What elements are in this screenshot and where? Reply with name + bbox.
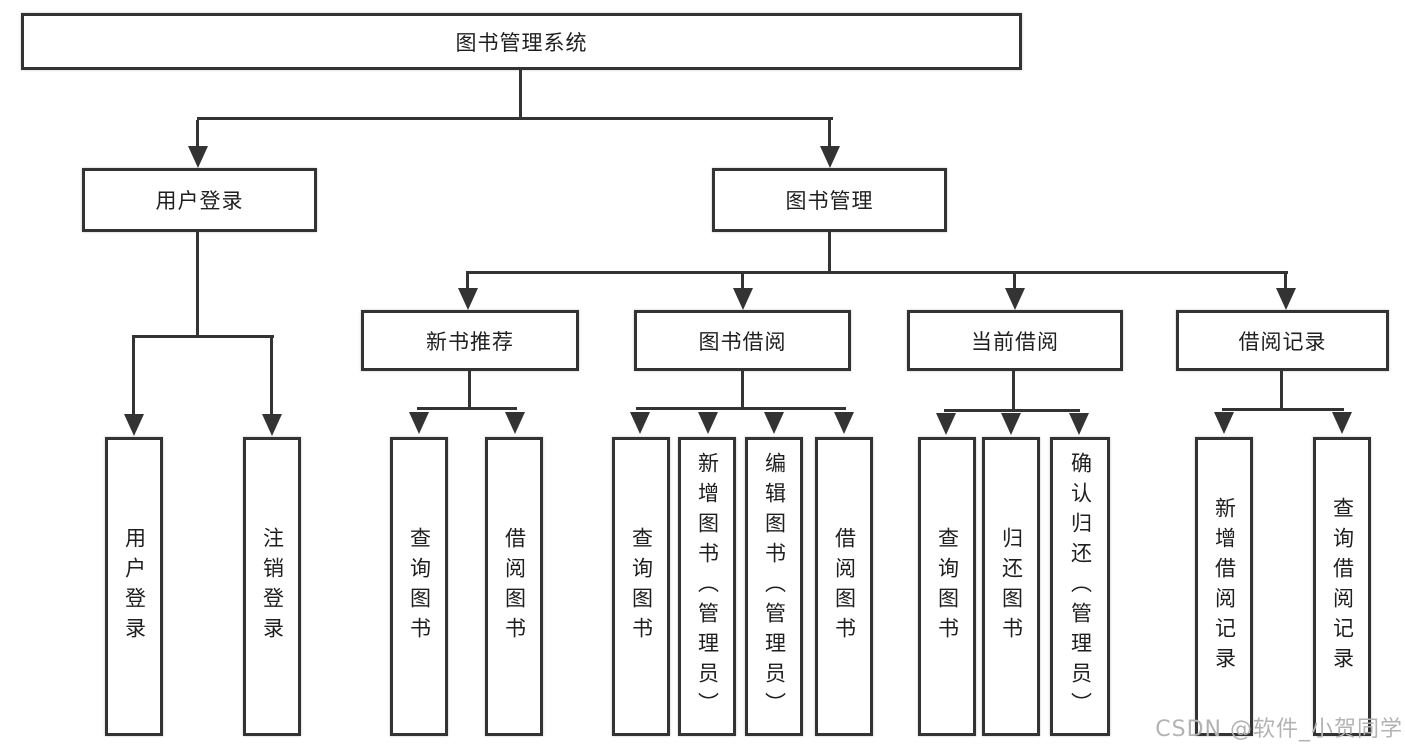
node-book-mgmt-label: 图书管理 [785,189,874,213]
leaf-current-query: 查询图书 [918,437,976,736]
arrowhead-down [458,288,478,310]
arrowhead-down [936,413,956,435]
leaf-borrow-query: 查询图书 [612,437,670,736]
arrowhead-down [1069,413,1089,435]
leaf-new-books-query: 查询图书 [390,437,448,736]
leaf-borrow-borrow: 借阅图书 [815,437,873,736]
connector-shaft [828,120,831,148]
arrowhead-down [409,412,429,434]
arrowhead-down [1276,288,1296,310]
leaf-borrow-borrow-label: 借阅图书 [832,526,857,647]
node-book-borrow-label: 图书借阅 [698,329,787,354]
leaf-records-add-label: 新增借阅记录 [1212,496,1237,677]
connector-shaft [196,120,199,148]
connector-shaft [741,274,744,290]
node-current-borrow-label: 当前借阅 [971,329,1059,354]
node-current-borrow: 当前借阅 [907,310,1123,371]
arrowhead-down [764,412,784,434]
connector-shaft [466,274,469,290]
leaf-borrow-add-admin: 新增图书（管理员） [678,437,736,736]
connector-shaft [1284,274,1287,290]
node-root: 图书管理系统 [21,13,1022,70]
arrowhead-down [733,288,753,310]
leaf-borrow-edit-admin-label: 编辑图书（管理员） [762,451,787,722]
arrowhead-down [1332,412,1352,434]
connector-book-mgmt-stem [828,232,831,274]
arrowhead-down [834,412,854,434]
node-root-label: 图书管理系统 [455,30,588,55]
csdn-watermark: CSDN @软件_小贺同学 [1155,717,1403,742]
connector-shaft [132,338,135,416]
node-borrow-records-label: 借阅记录 [1238,329,1327,354]
connector-shaft [1013,274,1016,290]
leaf-current-confirm-admin: 确认归还（管理员） [1050,437,1110,736]
node-borrow-records: 借阅记录 [1176,310,1389,371]
leaf-records-query-label: 查询借阅记录 [1330,496,1355,677]
leaf-current-confirm-admin-label: 确认归还（管理员） [1068,451,1093,722]
leaf-new-books-borrow-label: 借阅图书 [502,526,527,647]
leaf-current-query-label: 查询图书 [935,526,960,647]
node-book-mgmt: 图书管理 [712,168,947,232]
connector-borrow-records-bar [1222,408,1344,411]
connector-book-borrow-stem [741,371,744,410]
node-book-borrow: 图书借阅 [634,310,851,371]
node-new-books: 新书推荐 [361,310,579,371]
connector-new-books-bar [417,407,517,410]
connector-root-stem [519,70,522,118]
arrowhead-down [1005,288,1025,310]
node-new-books-label: 新书推荐 [426,329,514,354]
connector-book-mgmt-bar [466,271,1288,274]
leaf-logout-label: 注销登录 [260,526,285,647]
arrowhead-down [124,414,144,436]
leaf-logout: 注销登录 [243,437,301,736]
connector-user-login-bar [132,335,274,338]
connector-borrow-records-stem [1280,371,1283,411]
arrowhead-down [630,412,650,434]
arrowhead-down [262,414,282,436]
leaf-records-add: 新增借阅记录 [1195,437,1253,736]
leaf-borrow-edit-admin: 编辑图书（管理员） [745,437,803,736]
connector-shaft [270,338,273,416]
arrowhead-down [698,412,718,434]
leaf-borrow-add-admin-label: 新增图书（管理员） [695,451,720,722]
leaf-new-books-borrow: 借阅图书 [485,437,543,736]
connector-user-login-stem [196,232,199,336]
connector-new-books-stem [468,371,471,410]
leaf-borrow-query-label: 查询图书 [629,526,654,647]
node-user-login: 用户登录 [82,168,317,232]
leaf-current-return-label: 归还图书 [999,526,1024,647]
leaf-records-query: 查询借阅记录 [1313,437,1371,736]
arrowhead-down [1001,413,1021,435]
connector-current-borrow-bar [944,409,1080,412]
leaf-user-login-label: 用户登录 [122,526,147,647]
leaf-user-login: 用户登录 [105,437,163,736]
arrowhead-down [505,412,525,434]
arrowhead-down [188,146,208,168]
leaf-current-return: 归还图书 [982,437,1040,736]
leaf-new-books-query-label: 查询图书 [407,526,432,647]
connector-book-borrow-bar [636,407,846,410]
node-user-login-label: 用户登录 [155,189,244,213]
connector-current-borrow-stem [1012,371,1015,412]
arrowhead-down [1214,412,1234,434]
connector-root-bar [197,117,833,120]
arrowhead-down [820,146,840,168]
